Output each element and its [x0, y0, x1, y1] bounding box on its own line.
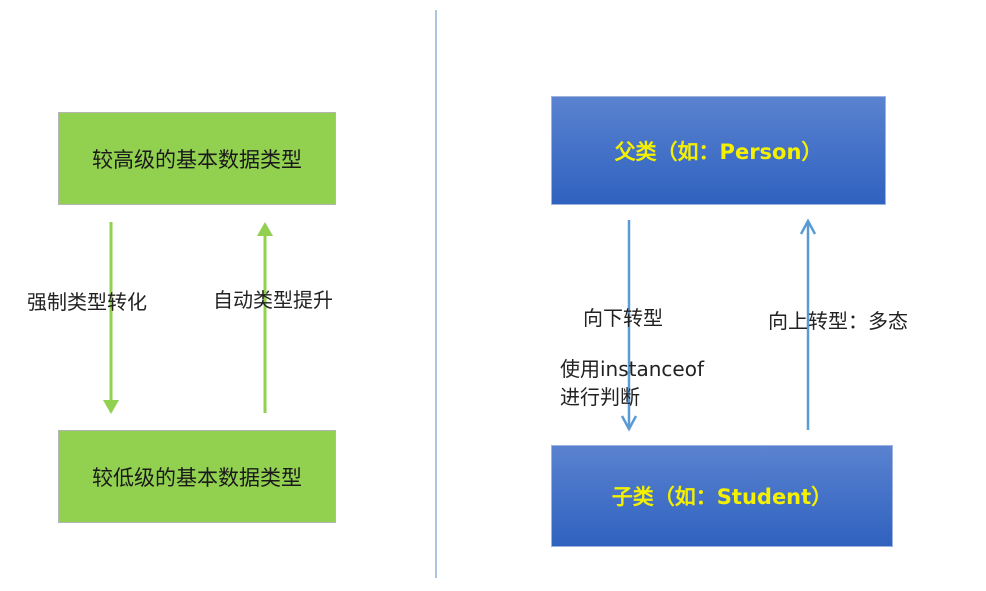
box-label: 较高级的基本数据类型: [92, 147, 302, 172]
parent-class-box: 父类（如：Person）: [551, 96, 886, 205]
down-arrow-green: [103, 222, 119, 414]
explicit-cast-label: 强制类型转化: [27, 290, 147, 314]
up-arrow-green: [257, 222, 273, 413]
box-label: 父类（如：Person）: [614, 139, 823, 164]
downcast-label: 向下转型: [583, 306, 663, 330]
auto-promotion-label: 自动类型提升: [213, 288, 333, 312]
judge-note: 进行判断: [560, 385, 640, 409]
box-label: 子类（如：Student）: [611, 485, 833, 509]
lower-primitive-type-box: 较低级的基本数据类型: [58, 430, 336, 523]
up-arrow-blue: [799, 218, 817, 430]
higher-primitive-type-box: 较高级的基本数据类型: [58, 112, 336, 205]
upcast-label: 向上转型：多态: [768, 309, 908, 333]
down-arrow-blue: [620, 220, 638, 432]
instanceof-note: 使用instanceof: [560, 357, 705, 381]
child-class-box: 子类（如：Student）: [551, 445, 893, 547]
box-label: 较低级的基本数据类型: [92, 465, 302, 490]
